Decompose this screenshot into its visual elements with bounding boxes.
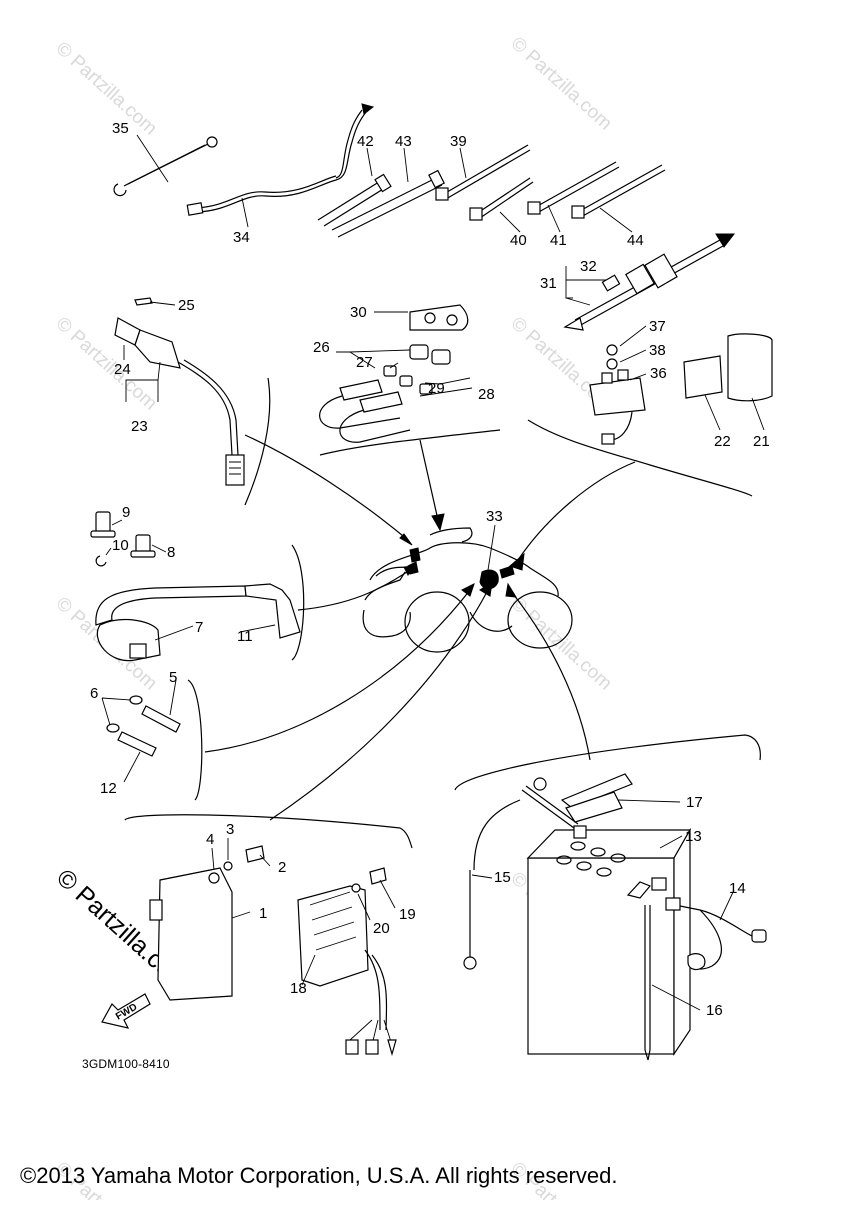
watermark: © Partzilla.com — [507, 33, 616, 134]
part-label-36: 36 — [650, 365, 667, 382]
connector-kit — [319, 304, 501, 532]
part-label-31: 31 — [540, 275, 557, 292]
part-label-26: 26 — [313, 339, 330, 356]
sensor-assembly — [114, 297, 271, 506]
part-label-40: 40 — [510, 232, 527, 249]
part-number-labels: 1 2 3 4 5 6 7 8 9 10 11 12 13 14 15 16 1… — [90, 120, 770, 1019]
part-label-44: 44 — [627, 232, 644, 249]
part-label-10: 10 — [112, 537, 129, 554]
part-label-34: 34 — [233, 229, 250, 246]
part-label-7: 7 — [195, 619, 203, 636]
part-label-2: 2 — [278, 859, 286, 876]
part-label-20: 20 — [373, 920, 390, 937]
part-label-32: 32 — [580, 258, 597, 275]
part-label-16: 16 — [706, 1002, 723, 1019]
part-label-27: 27 — [356, 354, 373, 371]
part-label-38: 38 — [649, 342, 666, 359]
part-label-21: 21 — [753, 433, 770, 450]
part-label-39: 39 — [450, 133, 467, 150]
part-label-17: 17 — [686, 794, 703, 811]
spark-plugs — [101, 679, 203, 801]
part-label-33: 33 — [486, 508, 503, 525]
diagram-code: 3GDM100-8410 — [82, 1057, 170, 1071]
part-label-8: 8 — [167, 544, 175, 561]
part-label-29: 29 — [428, 380, 445, 397]
copyright-notice: ©2013 Yamaha Motor Corporation, U.S.A. A… — [20, 1163, 617, 1188]
part-label-18: 18 — [290, 980, 307, 997]
part-label-3: 3 — [226, 821, 234, 838]
part-label-37: 37 — [649, 318, 666, 335]
part-label-22: 22 — [714, 433, 731, 450]
vehicle-outline — [362, 527, 573, 653]
part-label-25: 25 — [178, 297, 195, 314]
part-label-9: 9 — [122, 504, 130, 521]
fwd-label: FWD — [114, 1002, 139, 1023]
part-label-12: 12 — [100, 780, 117, 797]
part-label-42: 42 — [357, 133, 374, 150]
cdi-regulator — [124, 814, 413, 1057]
part-label-41: 41 — [550, 232, 567, 249]
part-label-43: 43 — [395, 133, 412, 150]
part-label-5: 5 — [169, 669, 177, 686]
watermark: © Partzilla.com — [52, 313, 161, 414]
battery-assembly — [454, 734, 767, 1061]
part-label-35: 35 — [112, 120, 129, 137]
relay-assembly — [509, 233, 773, 571]
part-label-1: 1 — [259, 905, 267, 922]
part-label-30: 30 — [350, 304, 367, 321]
part-label-13: 13 — [685, 828, 702, 845]
part-label-19: 19 — [399, 906, 416, 923]
part-label-28: 28 — [478, 386, 495, 403]
part-label-14: 14 — [729, 880, 746, 897]
top-row-parts — [113, 103, 666, 238]
pointer-arrows — [204, 434, 591, 821]
part-label-24: 24 — [114, 361, 131, 378]
part-label-6: 6 — [90, 685, 98, 702]
ignition-coil — [90, 511, 305, 662]
part-label-11: 11 — [237, 628, 253, 645]
watermark: © Partzilla.com — [52, 38, 161, 139]
part-label-23: 23 — [131, 418, 148, 435]
part-label-4: 4 — [206, 831, 214, 848]
part-label-15: 15 — [494, 869, 511, 886]
fwd-badge: FWD — [101, 993, 151, 1029]
